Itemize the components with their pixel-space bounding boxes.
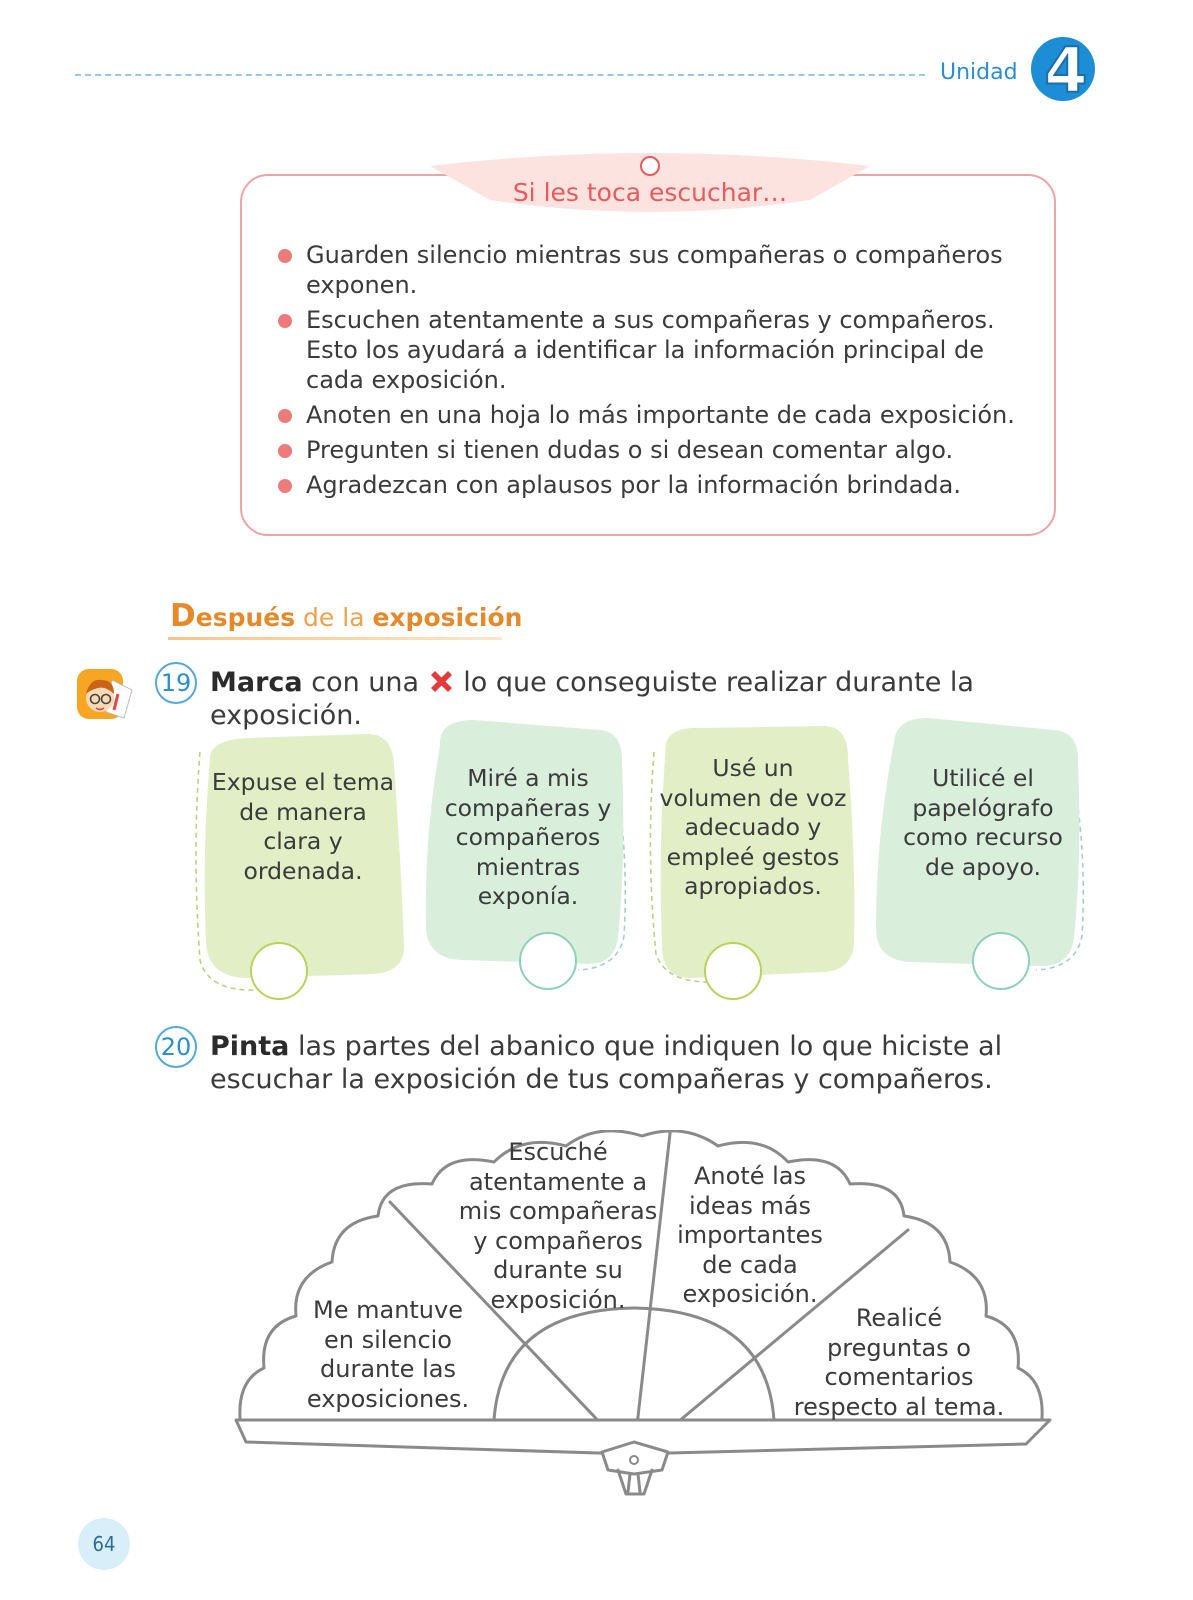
header-dashed-line	[75, 74, 925, 76]
question-number-20: 20	[155, 1026, 197, 1068]
card-1-shape	[195, 734, 404, 991]
card-3-checkbox[interactable]	[704, 942, 762, 1000]
tip-list: Guarden silencio mientras sus compañeras…	[276, 240, 1046, 505]
fan-section-2-text: Escuché atentamente a mis compañeras y c…	[458, 1138, 658, 1314]
tip-banner	[430, 153, 870, 212]
card-4-text: Utilicé el papelógrafo como recurso de a…	[903, 764, 1063, 881]
tip-item: Anoten en una hoja lo más importante de …	[276, 400, 1046, 430]
card-1-text: Expuse el tema de manera clara y ordenad…	[211, 768, 395, 885]
question-number-19: 19	[155, 662, 197, 704]
card-3-text: Usé un volumen de voz adecuado y empleé …	[659, 754, 847, 900]
section-title: Después de la exposición	[170, 598, 523, 634]
fan-section-3-text: Anoté las ideas más importantes de cada …	[677, 1162, 823, 1308]
unit-number: 4	[1044, 36, 1087, 102]
x-mark-icon	[430, 671, 452, 692]
fan-section-4-text: Realicé preguntas o comentarios respecto…	[793, 1304, 1005, 1421]
fan-diagram	[234, 1130, 1052, 1496]
card-4-checkbox[interactable]	[972, 932, 1030, 990]
tip-item: Agradezcan con aplausos por la informaci…	[276, 470, 1046, 500]
card-3-shape	[649, 726, 855, 983]
section-underline	[168, 637, 502, 640]
card-2-checkbox[interactable]	[519, 932, 577, 990]
tip-item: Escuchen atentamente a sus compañeras y …	[276, 305, 1046, 395]
fan-section-1-text: Me mantuve en silencio durante las expos…	[306, 1296, 470, 1413]
card-2-text: Miré a mis compañeras y compañeros mient…	[444, 764, 612, 910]
question-20-text: Pinta las partes del abanico que indique…	[210, 1031, 1003, 1095]
card-2-shape	[425, 720, 627, 971]
unit-label: Unidad	[940, 60, 1018, 85]
page-number: 64	[78, 1518, 130, 1570]
question-19-text: Marca con una lo que conseguiste realiza…	[210, 667, 974, 731]
student-avatar-icon	[77, 669, 133, 719]
card-4-shape	[876, 718, 1085, 971]
tip-title: Si les toca escuchar…	[512, 178, 788, 207]
card-1-checkbox[interactable]	[250, 942, 308, 1000]
unit-number-badge: 4	[1031, 36, 1095, 102]
tip-item: Pregunten si tienen dudas o si desean co…	[276, 435, 1046, 465]
tip-item: Guarden silencio mientras sus compañeras…	[276, 240, 1046, 300]
